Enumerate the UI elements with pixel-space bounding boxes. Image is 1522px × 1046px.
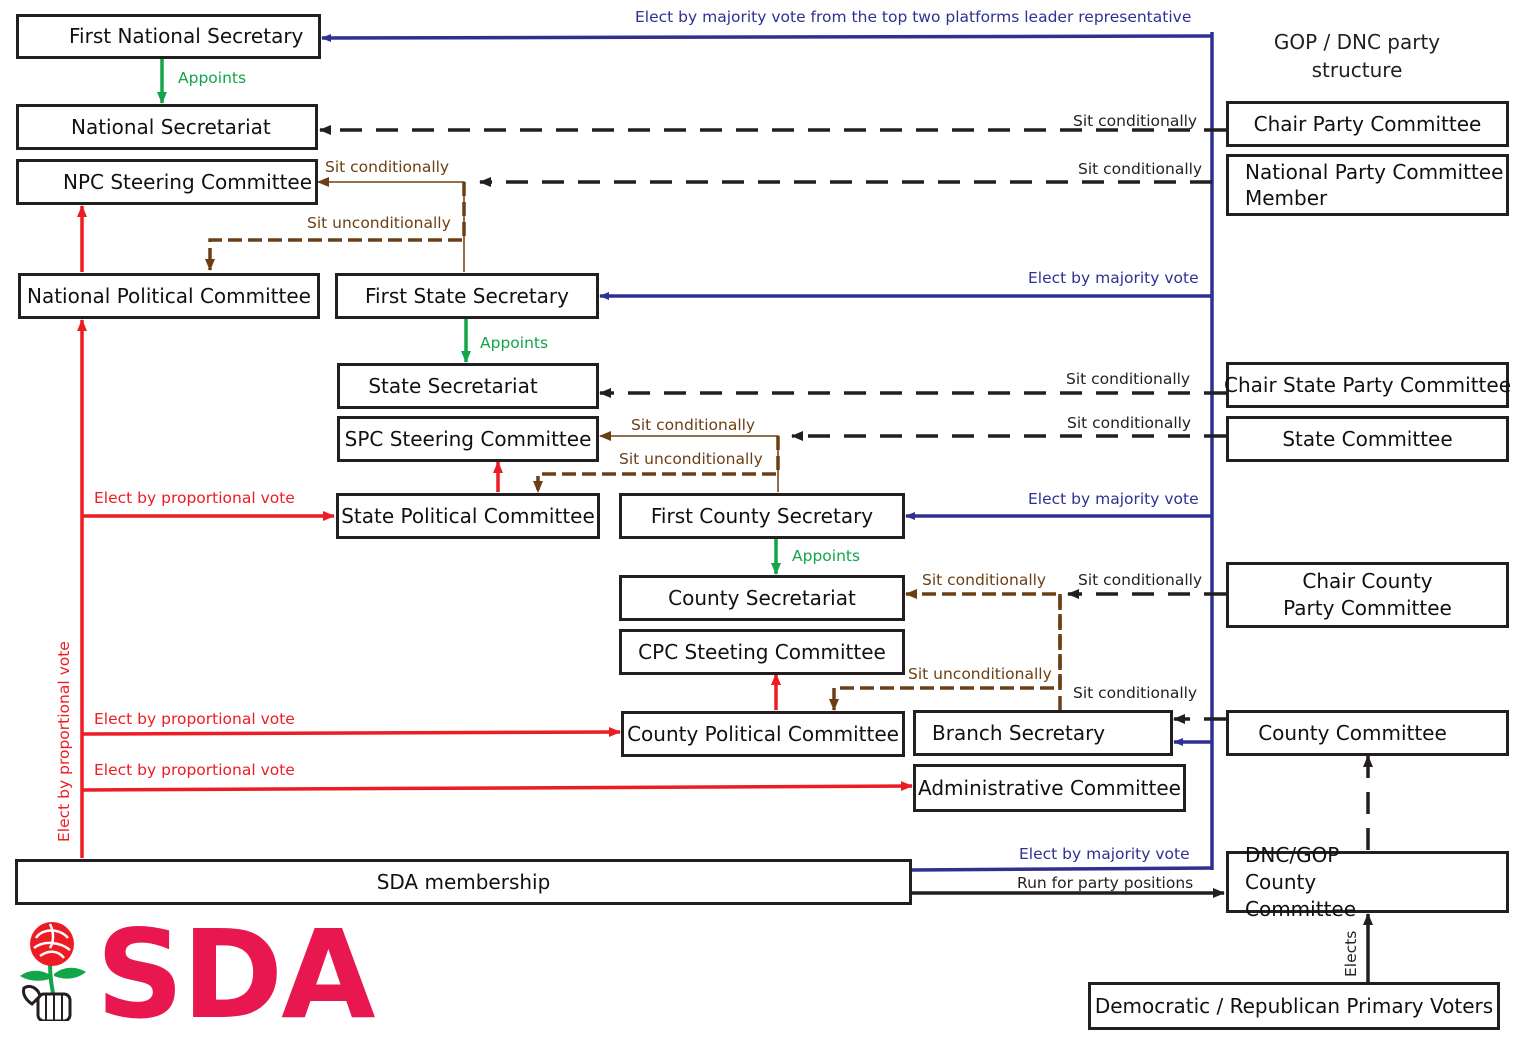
first-national-secretary-box: First National Secretary [16, 14, 321, 59]
sit-conditionally-label-5: Sit conditionally [1078, 571, 1203, 589]
sit-conditionally-label-county: Sit conditionally [922, 571, 1047, 589]
sit-conditionally-label-1: Sit conditionally [1073, 112, 1198, 130]
elect-top-two-label: Elect by majority vote from the top two … [635, 8, 1192, 26]
state-committee-box: State Committee [1226, 416, 1509, 462]
sit-conditionally-label-3: Sit conditionally [1066, 370, 1191, 388]
gop-dnc-heading: GOP / DNC party structure [1232, 28, 1482, 84]
elect-majority-label-membership: Elect by majority vote [1019, 845, 1190, 863]
chair-state-party-committee-box: Chair State Party Committee [1224, 362, 1511, 408]
branch-secretary-box: Branch Secretary [913, 710, 1173, 756]
elect-proportional-label-state: Elect by proportional vote [94, 489, 295, 507]
appoints-label-state: Appoints [480, 334, 549, 352]
rose-fist-icon [20, 922, 86, 1021]
first-county-secretary-box: First County Secretary [619, 493, 905, 539]
proportional-vote-connectors [77, 205, 913, 858]
administrative-committee-box: Administrative Committee [913, 764, 1186, 812]
national-political-committee-box: National Political Committee [18, 273, 320, 319]
primary-voters-box: Democratic / Republican Primary Voters [1088, 982, 1500, 1030]
heading-line-1: GOP / DNC party [1273, 30, 1441, 54]
county-committee-box: County Committee [1226, 710, 1509, 756]
appoints-label-county: Appoints [792, 547, 861, 565]
appoints-label-national: Appoints [178, 69, 247, 87]
chair-county-party-committee-box: Chair County Party Committee [1226, 562, 1509, 628]
sit-unconditionally-label-spc: Sit unconditionally [619, 450, 763, 468]
steering-connectors [205, 177, 1062, 711]
first-state-secretary-box: First State Secretary [335, 273, 599, 319]
majority-vote-connectors [321, 32, 1214, 872]
sit-conditionally-label-spc: Sit conditionally [631, 416, 756, 434]
spc-steering-committee-box: SPC Steering Committee [337, 416, 599, 462]
elect-proportional-label-admin: Elect by proportional vote [94, 761, 295, 779]
elect-proportional-label-vertical: Elect by proportional vote [55, 641, 73, 842]
sit-unconditionally-label-county: Sit unconditionally [908, 665, 1052, 683]
run-for-party-positions-label: Run for party positions [1017, 874, 1194, 892]
appoints-connectors [157, 58, 781, 575]
sit-conditionally-label-6: Sit conditionally [1073, 684, 1198, 702]
elect-majority-label-state: Elect by majority vote [1028, 269, 1199, 287]
national-party-committee-member-box: National Party Committee Member [1226, 154, 1509, 216]
cpc-steering-committee-box: CPC Steeting Committee [619, 629, 905, 675]
diagram-connectors [77, 32, 1373, 982]
chair-party-committee-box: Chair Party Committee [1226, 101, 1509, 147]
national-secretariat-box: National Secretariat [16, 104, 318, 150]
county-secretariat-box: County Secretariat [619, 575, 905, 621]
state-secretariat-box: State Secretariat [337, 363, 599, 409]
npc-steering-committee-box: NPC Steering Committee [16, 159, 318, 205]
county-political-committee-box: County Political Committee [621, 711, 905, 757]
sda-logo-text: SDA [96, 904, 376, 1046]
elects-label: Elects [1342, 930, 1360, 977]
state-political-committee-box: State Political Committee [336, 493, 600, 539]
sit-conditionally-label-4: Sit conditionally [1067, 414, 1192, 432]
sit-conditionally-label-2: Sit conditionally [1078, 160, 1203, 178]
dnc-gop-county-committee-box: DNC/GOP County Committee [1226, 843, 1509, 921]
run-elects-connectors [912, 888, 1373, 982]
elect-proportional-label-county: Elect by proportional vote [94, 710, 295, 728]
sit-conditionally-label-npc: Sit conditionally [325, 158, 450, 176]
heading-line-2: structure [1311, 58, 1403, 82]
elect-majority-label-county: Elect by majority vote [1028, 490, 1199, 508]
sit-conditionally-connectors [319, 125, 1373, 850]
sit-unconditionally-label-npc: Sit unconditionally [307, 214, 451, 232]
sda-membership-box: SDA membership [15, 859, 912, 905]
